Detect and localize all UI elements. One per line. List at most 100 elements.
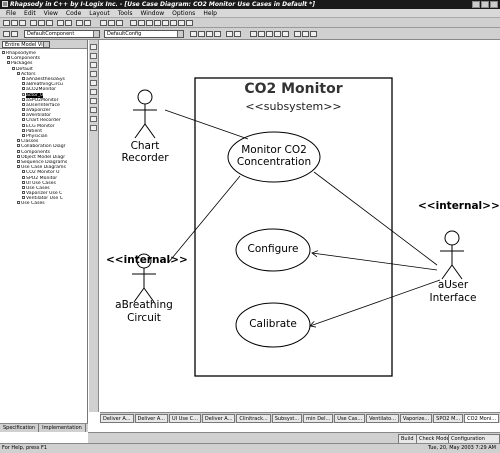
menu-code[interactable]: Code bbox=[65, 10, 82, 17]
document-tab[interactable]: Deliver A... bbox=[134, 414, 168, 423]
diagram-icon-5[interactable] bbox=[162, 20, 169, 26]
tree-item[interactable]: Object Model Diagr bbox=[0, 154, 87, 160]
menu-view[interactable]: View bbox=[43, 10, 58, 17]
tree-item[interactable]: Sequence Diagrams bbox=[0, 159, 87, 165]
tree-item[interactable]: Use Cases bbox=[0, 185, 87, 191]
tool-icon[interactable] bbox=[11, 31, 18, 37]
tree-item[interactable]: Components bbox=[0, 56, 87, 61]
anchor-tool-icon[interactable] bbox=[90, 125, 97, 131]
tree-item[interactable]: aVaporizer bbox=[0, 108, 87, 113]
stop-icon[interactable] bbox=[214, 31, 221, 37]
new-icon-2[interactable] bbox=[3, 31, 10, 37]
assoc-breathing-monitor[interactable] bbox=[167, 175, 241, 264]
zoom-out-icon[interactable] bbox=[266, 31, 273, 37]
menu-window[interactable]: Window bbox=[140, 10, 165, 17]
print-icon[interactable] bbox=[76, 20, 83, 26]
menu-options[interactable]: Options bbox=[172, 10, 196, 17]
tree-item[interactable]: Vaporizer Use C bbox=[0, 191, 87, 196]
close-button[interactable] bbox=[490, 1, 498, 8]
tree-item[interactable]: Packages bbox=[0, 61, 87, 66]
new-icon[interactable] bbox=[3, 20, 10, 26]
actor-user-interface[interactable] bbox=[440, 230, 464, 280]
generalization-tool-icon[interactable] bbox=[90, 89, 97, 95]
tree-item[interactable]: actor_0 bbox=[0, 92, 87, 98]
note-tool-icon[interactable] bbox=[90, 116, 97, 122]
undo-icon[interactable] bbox=[57, 20, 64, 26]
align-icon[interactable] bbox=[302, 31, 309, 37]
document-tab[interactable]: Vaporize... bbox=[399, 414, 433, 423]
cut-icon[interactable] bbox=[30, 20, 37, 26]
diagram-icon-8[interactable] bbox=[186, 20, 193, 26]
menu-edit[interactable]: Edit bbox=[24, 10, 36, 17]
document-tab[interactable]: CO2 Moni... bbox=[464, 414, 500, 423]
help-icon[interactable] bbox=[84, 20, 91, 26]
tree-item[interactable]: Actors bbox=[0, 71, 87, 77]
tree-item[interactable]: Use Case Diagrams bbox=[0, 165, 87, 170]
menu-help[interactable]: Help bbox=[203, 10, 217, 17]
maximize-button[interactable] bbox=[481, 1, 489, 8]
diagram-icon-3[interactable] bbox=[146, 20, 153, 26]
zoom-in-icon[interactable] bbox=[258, 31, 265, 37]
tree-item[interactable]: aVentilator bbox=[0, 113, 87, 118]
tree-item[interactable]: aBreathingCircu bbox=[0, 82, 87, 87]
save-icon[interactable] bbox=[19, 20, 26, 26]
assoc-chart-monitor[interactable] bbox=[164, 109, 249, 140]
tree-item[interactable]: Physician bbox=[0, 134, 87, 139]
component-combo[interactable]: DefaultComponent bbox=[24, 30, 100, 38]
generate-icon[interactable] bbox=[198, 31, 205, 37]
document-tab[interactable]: UI Use C... bbox=[169, 414, 201, 423]
tree-item[interactable]: aAnaesthesiaSys bbox=[0, 76, 87, 82]
minimize-button[interactable] bbox=[472, 1, 480, 8]
tab-specification[interactable]: Specification bbox=[0, 424, 40, 432]
tree-item[interactable]: Collaboration Diagr bbox=[0, 144, 87, 149]
tree-item[interactable]: Rhapsodyme bbox=[0, 51, 87, 56]
tree-item[interactable]: Use Cases bbox=[0, 201, 87, 206]
tree-item[interactable]: Default bbox=[0, 66, 87, 72]
dependency-tool-icon[interactable] bbox=[90, 98, 97, 104]
assoc-user-calibrate[interactable] bbox=[310, 279, 441, 326]
fit-icon[interactable] bbox=[274, 31, 281, 37]
browser-view-combo[interactable]: Entire Model View bbox=[2, 41, 50, 48]
menu-layout[interactable]: Layout bbox=[89, 10, 110, 17]
diagram-icon-2[interactable] bbox=[138, 20, 145, 26]
copy-icon[interactable] bbox=[38, 20, 45, 26]
actor-breathing-circuit[interactable] bbox=[132, 253, 156, 303]
menu-file[interactable]: File bbox=[6, 10, 17, 17]
package-tool-icon[interactable] bbox=[90, 107, 97, 113]
make-icon[interactable] bbox=[190, 31, 197, 37]
tree-item[interactable]: aCO2Monitor bbox=[0, 87, 87, 92]
tree-item[interactable]: Classes bbox=[0, 139, 87, 144]
tree-item[interactable]: Ventilator Use C bbox=[0, 196, 87, 201]
diagram-canvas[interactable]: CO2 Monitor <<subsystem>> Monitor CO2 Co… bbox=[100, 40, 500, 412]
tree-item[interactable]: Patient bbox=[0, 128, 87, 134]
open-icon[interactable] bbox=[11, 20, 18, 26]
assoc-user-configure[interactable] bbox=[312, 253, 438, 271]
document-tab[interactable]: Clinitrack... bbox=[236, 414, 271, 423]
document-tab[interactable]: Deliver A... bbox=[201, 414, 236, 423]
grid-icon[interactable] bbox=[310, 31, 317, 37]
document-tab[interactable]: SPO2 M... bbox=[433, 414, 464, 423]
tree-item[interactable]: Chart Recorder bbox=[0, 118, 87, 123]
tree-item[interactable]: CO2 Monitor U bbox=[0, 170, 87, 175]
paste-icon[interactable] bbox=[46, 20, 53, 26]
assoc-user-monitor[interactable] bbox=[313, 171, 438, 266]
document-tab[interactable]: min Del... bbox=[303, 414, 334, 423]
step-icon[interactable] bbox=[234, 31, 241, 37]
diagram-icon-6[interactable] bbox=[170, 20, 177, 26]
diagram-icon-4[interactable] bbox=[154, 20, 161, 26]
diagram-icon[interactable] bbox=[130, 20, 137, 26]
document-tab[interactable]: Ventilato... bbox=[366, 414, 399, 423]
tree-item[interactable]: SPO2 Monitor bbox=[0, 175, 87, 181]
menu-tools[interactable]: Tools bbox=[117, 10, 133, 17]
actor-chart-recorder[interactable] bbox=[133, 89, 157, 139]
features-icon[interactable] bbox=[116, 20, 123, 26]
association-tool-icon[interactable] bbox=[90, 80, 97, 86]
document-tab[interactable]: Use Cas... bbox=[334, 414, 366, 423]
boundary-tool-icon[interactable] bbox=[90, 71, 97, 77]
browser-icon[interactable] bbox=[108, 20, 115, 26]
diagram-icon-7[interactable] bbox=[178, 20, 185, 26]
tree-item[interactable]: ECG Monitor bbox=[0, 123, 87, 129]
use-case-monitor-co2[interactable] bbox=[227, 131, 321, 183]
tab-implementation[interactable]: Implementation bbox=[39, 424, 86, 432]
layout-icon[interactable] bbox=[294, 31, 301, 37]
